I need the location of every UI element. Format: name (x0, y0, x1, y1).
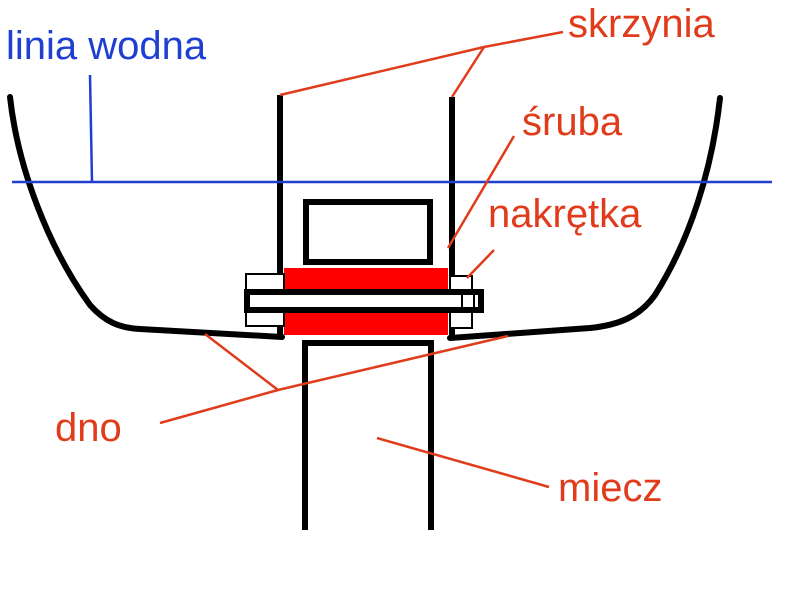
bolt-shaft (244, 289, 484, 313)
hull-right-side (447, 95, 723, 341)
hull-left-side (7, 94, 285, 340)
label-bolt: śruba (522, 100, 623, 144)
leader-bottom (159, 334, 509, 425)
leader-box (279, 30, 564, 97)
washer-bottom (284, 313, 448, 335)
label-nut: nakrętka (488, 192, 642, 236)
leader-bolt (446, 135, 516, 249)
label-keel: miecz (558, 466, 663, 510)
label-box: skrzynia (568, 2, 715, 46)
leader-nut (466, 249, 495, 279)
keel-lower-part (302, 340, 434, 530)
leader-waterline (88, 74, 94, 183)
leader-keel (376, 436, 550, 489)
keel-upper-part (303, 199, 433, 265)
leader-bottom-left (204, 333, 279, 391)
label-waterline: linia wodna (6, 24, 207, 68)
leader-box-right (450, 46, 486, 98)
bolt-head-right (461, 293, 475, 309)
label-bottom: dno (55, 406, 122, 450)
